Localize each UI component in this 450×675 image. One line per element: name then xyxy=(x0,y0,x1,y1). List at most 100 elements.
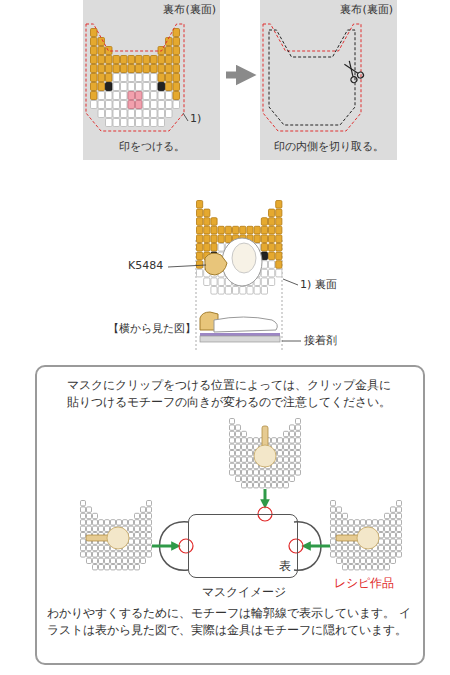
bead xyxy=(373,552,378,557)
bead xyxy=(397,545,402,550)
direction-arrow xyxy=(152,545,176,548)
bead xyxy=(242,431,247,436)
bead xyxy=(296,425,301,430)
bead xyxy=(106,101,113,109)
bead xyxy=(147,507,152,512)
bead xyxy=(230,444,235,449)
bead xyxy=(361,565,366,570)
bead xyxy=(141,507,146,512)
bead xyxy=(260,483,265,488)
face-label: 表 xyxy=(279,559,291,575)
bead xyxy=(151,92,158,100)
bead xyxy=(173,56,180,64)
bead xyxy=(173,92,180,100)
leader-line xyxy=(168,265,206,267)
bead xyxy=(236,463,241,468)
bead xyxy=(290,476,295,481)
bead xyxy=(197,218,203,226)
bead xyxy=(211,226,217,234)
bead xyxy=(337,526,342,531)
bead xyxy=(106,119,113,127)
bead xyxy=(379,558,384,563)
bead xyxy=(278,476,283,481)
cut-line xyxy=(269,30,355,125)
bead xyxy=(331,552,336,557)
bead xyxy=(173,74,180,82)
scissors-ring xyxy=(350,75,358,83)
mask-shape: 表マスクイメージ xyxy=(188,514,298,578)
bead xyxy=(128,92,135,100)
bead xyxy=(266,483,271,488)
bead xyxy=(248,463,253,468)
material-label: 接着剤 xyxy=(304,334,337,348)
bead xyxy=(211,287,217,295)
bead xyxy=(98,56,105,64)
bead xyxy=(240,226,246,234)
bead xyxy=(91,65,98,73)
bead xyxy=(151,119,158,127)
bead xyxy=(242,470,247,475)
bead xyxy=(113,56,120,64)
bead xyxy=(331,513,336,518)
bead xyxy=(349,520,354,525)
bead xyxy=(218,226,224,234)
bead xyxy=(276,201,282,209)
bead xyxy=(236,438,241,443)
bead xyxy=(355,558,360,563)
bead xyxy=(397,513,402,518)
bead xyxy=(121,110,128,118)
step-caption: 印の内側を切り取る。 xyxy=(257,140,400,154)
bead xyxy=(197,235,203,243)
bead xyxy=(166,101,173,109)
bead xyxy=(248,444,253,449)
bead xyxy=(98,74,105,82)
bead xyxy=(93,513,98,518)
bead xyxy=(143,74,150,82)
bead xyxy=(197,269,203,277)
bead xyxy=(261,244,267,252)
bead xyxy=(337,545,342,550)
bead xyxy=(278,483,283,488)
bead xyxy=(81,552,86,557)
bead xyxy=(105,565,110,570)
bead xyxy=(290,457,295,462)
bead xyxy=(397,552,402,557)
bead xyxy=(147,552,152,557)
bead xyxy=(98,92,105,100)
bead xyxy=(123,565,128,570)
bead xyxy=(391,520,396,525)
bead xyxy=(166,83,173,91)
bead xyxy=(355,545,360,550)
position-mark xyxy=(289,539,303,553)
bead xyxy=(373,565,378,570)
bead xyxy=(129,526,134,531)
bead xyxy=(269,235,275,243)
bead xyxy=(105,545,110,550)
bead xyxy=(397,507,402,512)
mask-caption: マスクイメージ xyxy=(186,585,302,601)
bead xyxy=(158,101,165,109)
part-number: K5484 xyxy=(128,259,163,273)
bead xyxy=(254,438,259,443)
bead xyxy=(113,110,120,118)
bead xyxy=(158,92,165,100)
bead xyxy=(367,558,372,563)
bead xyxy=(158,83,165,91)
bead xyxy=(276,269,282,277)
bead xyxy=(173,29,180,37)
bead xyxy=(361,520,366,525)
bead xyxy=(385,533,390,538)
bead xyxy=(121,92,128,100)
bead xyxy=(230,431,235,436)
bead xyxy=(117,558,122,563)
bead-motif xyxy=(331,501,402,570)
bead xyxy=(135,533,140,538)
bead xyxy=(242,476,247,481)
bead xyxy=(236,431,241,436)
bead xyxy=(105,552,110,557)
panel-ground xyxy=(260,0,397,160)
bead xyxy=(87,507,92,512)
bead xyxy=(385,526,390,531)
bead xyxy=(254,287,260,295)
bead xyxy=(113,101,120,109)
